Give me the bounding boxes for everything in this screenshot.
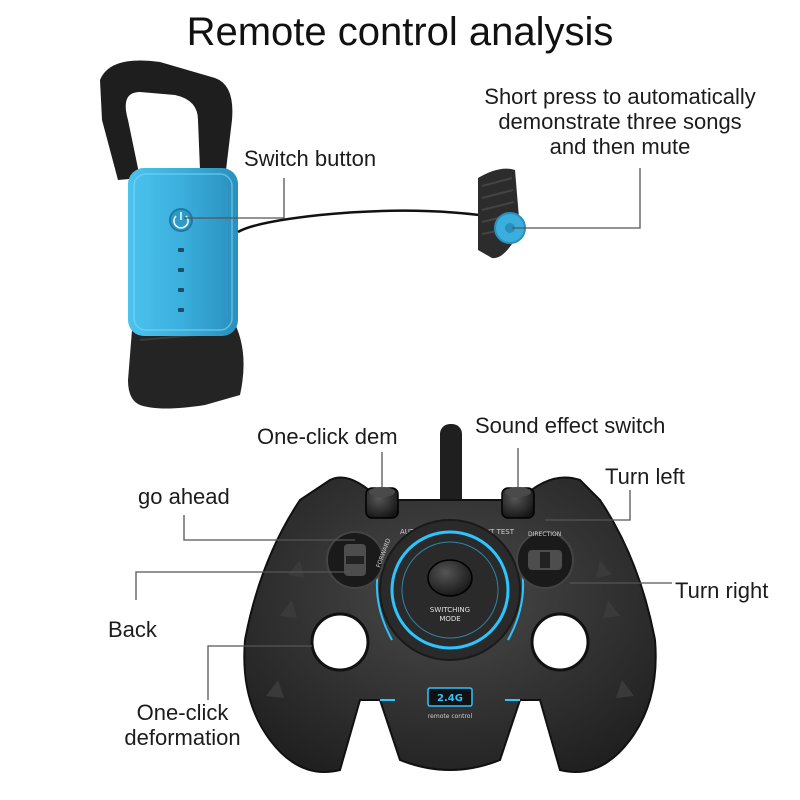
grip-hole-right — [530, 612, 590, 672]
mode-button — [427, 559, 473, 597]
deformation-label: One-click deformation — [110, 700, 255, 750]
short-press-line-1: Short press to automatically — [484, 84, 756, 109]
silent-test-text: SILENT TEST — [470, 528, 515, 536]
mode-text: MODE — [439, 615, 460, 623]
callout-lines-top — [184, 168, 641, 229]
direction-text: DIRECTION — [528, 531, 561, 538]
finger-button — [494, 212, 526, 244]
one-click-demo-label: One-click dem — [257, 424, 398, 449]
short-press-line-2: demonstrate three songs — [498, 109, 742, 134]
led-indicator — [178, 288, 184, 292]
left-throttle-stick — [326, 531, 384, 589]
center-ring — [390, 530, 510, 650]
right-direction-stick — [516, 531, 574, 589]
demo-button — [365, 487, 399, 519]
remote-control-text: remote control — [428, 713, 473, 720]
deformation-line-2: deformation — [124, 725, 241, 750]
power-icon — [169, 208, 193, 232]
led-indicator — [178, 248, 184, 252]
antenna — [440, 424, 462, 510]
turn-right-label: Turn right — [675, 578, 769, 603]
led-indicator — [178, 268, 184, 272]
badge-2-4g — [427, 687, 473, 707]
deformation-line-1: One-click — [136, 700, 229, 725]
turn-left-label: Turn left — [605, 464, 685, 489]
sound-effect-switch-label: Sound effect switch — [475, 413, 666, 438]
go-ahead-label: go ahead — [138, 484, 230, 509]
badge-text: 2.4G — [437, 693, 463, 704]
grip-hole-left — [310, 612, 370, 672]
short-press-line-3: and then mute — [549, 134, 691, 159]
sound-button — [501, 487, 535, 519]
page-title: Remote control analysis — [186, 10, 614, 54]
back-label: Back — [108, 617, 157, 642]
switching-text: SWITCHING — [430, 606, 470, 614]
switch-button-label: Switch button — [244, 146, 377, 171]
short-press-label: Short press to automatically demonstrate… — [460, 84, 780, 159]
callout-lines-bottom — [135, 448, 672, 700]
controller: AUTO DEMO SILENT TEST SWITCHING MODE FOR… — [243, 424, 657, 773]
led-indicator — [178, 308, 184, 312]
wristband — [100, 60, 526, 409]
